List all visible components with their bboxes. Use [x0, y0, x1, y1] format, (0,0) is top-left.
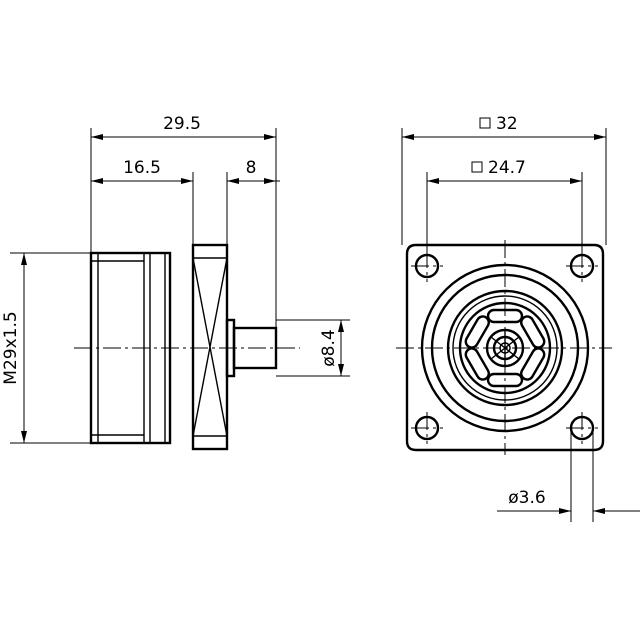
dim-hole-diameter: ø3.6: [508, 488, 545, 508]
front-view: 32 24.7 ø3.6: [396, 114, 640, 522]
side-view: 29.5 16.5 8 M29x1.5 ø8.4: [1, 114, 350, 451]
connector-face: [420, 263, 590, 433]
square-symbol-icon: [471, 161, 483, 173]
dim-overall-length: 29.5: [163, 114, 201, 134]
dim-flange-square: 32: [496, 114, 518, 134]
dim-thread-size: M29x1.5: [1, 311, 21, 384]
dim-pin-length: 8: [246, 158, 257, 178]
center-contact: [485, 328, 525, 368]
dim-pin-diameter: ø8.4: [319, 329, 339, 366]
flange-square: [405, 243, 605, 452]
insulator-slots: [464, 308, 546, 388]
dim-hole-spacing: 24.7: [488, 158, 526, 178]
pin: [225, 318, 278, 378]
square-symbol-icon: [479, 117, 491, 129]
threaded-body: [89, 251, 172, 445]
hex-flange: [191, 243, 229, 451]
dim-thread-length: 16.5: [123, 158, 161, 178]
mounting-holes: [411, 250, 598, 444]
